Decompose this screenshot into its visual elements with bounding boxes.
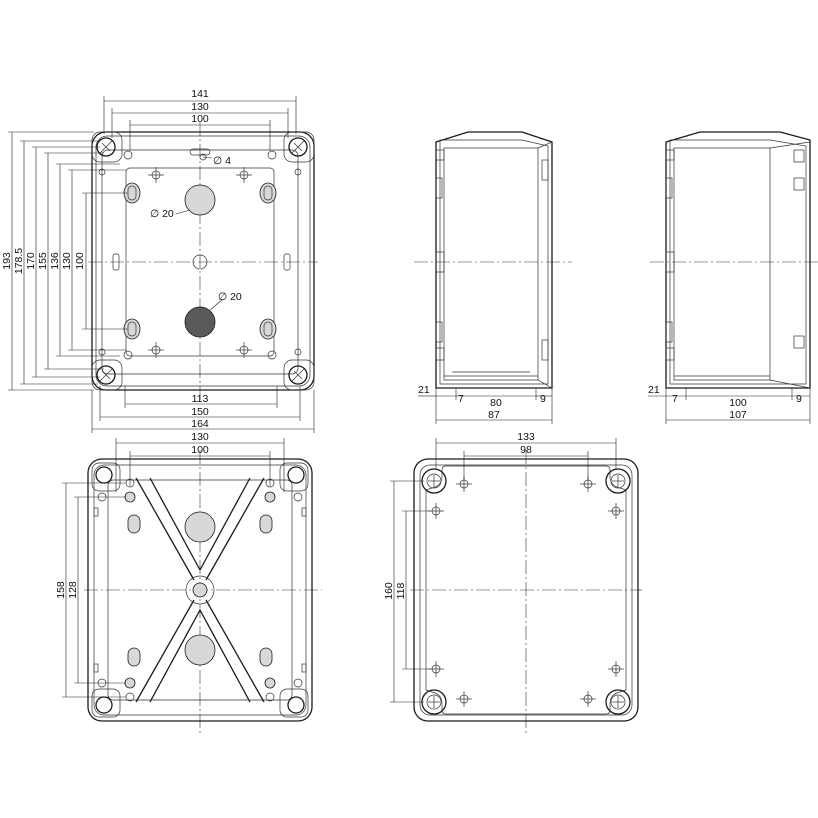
lid-boss: [608, 661, 624, 677]
dim-label: 155: [37, 252, 49, 270]
lid-boss: [580, 691, 596, 707]
dim-label: 9: [796, 393, 802, 405]
cable-entry-hole: [184, 306, 216, 338]
lid-boss: [608, 503, 624, 519]
dim-label: 100: [729, 397, 747, 409]
dim-label: 118: [395, 582, 407, 599]
dim-label: 164: [191, 418, 209, 430]
dim-label: 107: [729, 409, 747, 421]
dim-label: 170: [25, 252, 37, 270]
dim-label: 130: [191, 431, 209, 443]
dim-label: 21: [418, 384, 430, 396]
dim-label: 100: [191, 113, 209, 125]
cable-entry-hole: [184, 184, 216, 216]
dim-label: 98: [520, 444, 532, 456]
dim-label: 130: [61, 252, 73, 270]
dim-label: 160: [383, 582, 395, 600]
dim-label: 130: [191, 101, 209, 113]
lid-screw: [605, 689, 631, 715]
hole-label: ∅ 4: [213, 155, 231, 167]
dim-label: 7: [458, 393, 464, 405]
dim-label: 193: [1, 252, 13, 270]
lid-boss: [428, 503, 444, 519]
side-view-1: [414, 131, 572, 424]
dim-label: 80: [490, 397, 502, 409]
dim-label: 113: [192, 393, 209, 405]
bottom-width-dimensions: [91, 386, 315, 433]
width-dimensions: [103, 96, 297, 150]
lid-boss: [428, 661, 444, 677]
mounting-slot: [259, 318, 277, 340]
lid-screw: [605, 468, 631, 494]
hole-label: ∅ 20: [150, 208, 174, 220]
dim-label: 133: [517, 431, 535, 443]
knockout-hole: [184, 634, 216, 666]
dim-label: 87: [488, 409, 500, 421]
dim-label: 100: [191, 444, 209, 456]
dim-label: 100: [74, 252, 86, 270]
mounting-boss: [148, 342, 164, 358]
top-view: 141 130 100 113 150 164: [1, 88, 318, 433]
mounting-slot: [123, 318, 141, 340]
side-view-2: [648, 131, 818, 424]
dim-label: 158: [55, 581, 67, 599]
dim-label: 21: [648, 384, 660, 396]
lid-screw: [421, 689, 447, 715]
mounting-boss: [236, 167, 252, 183]
lid-boss: [456, 691, 472, 707]
lid-screw: [421, 468, 447, 494]
lid-view: [390, 438, 642, 735]
corner-screw-pocket: [283, 359, 315, 391]
mounting-slot: [123, 182, 141, 204]
dim-label: 136: [49, 252, 61, 270]
x-rib: [135, 477, 265, 703]
dim-label: 178.5: [13, 248, 25, 274]
center-boss: [192, 254, 208, 270]
dim-label: 7: [672, 393, 678, 405]
knockout-hole: [184, 511, 216, 543]
mounting-slot: [259, 182, 277, 204]
dim-label: 141: [191, 88, 209, 100]
dim-label: 9: [540, 393, 546, 405]
bottom-view: [62, 438, 322, 735]
dim-label: 128: [67, 581, 79, 599]
mounting-boss: [236, 342, 252, 358]
corner-screw-pocket: [91, 359, 123, 391]
dim-label: 150: [191, 406, 209, 418]
hole-label: ∅ 20: [218, 291, 242, 303]
height-dimensions: [8, 131, 128, 391]
corner-screw-pocket: [283, 131, 315, 163]
mounting-boss: [148, 167, 164, 183]
